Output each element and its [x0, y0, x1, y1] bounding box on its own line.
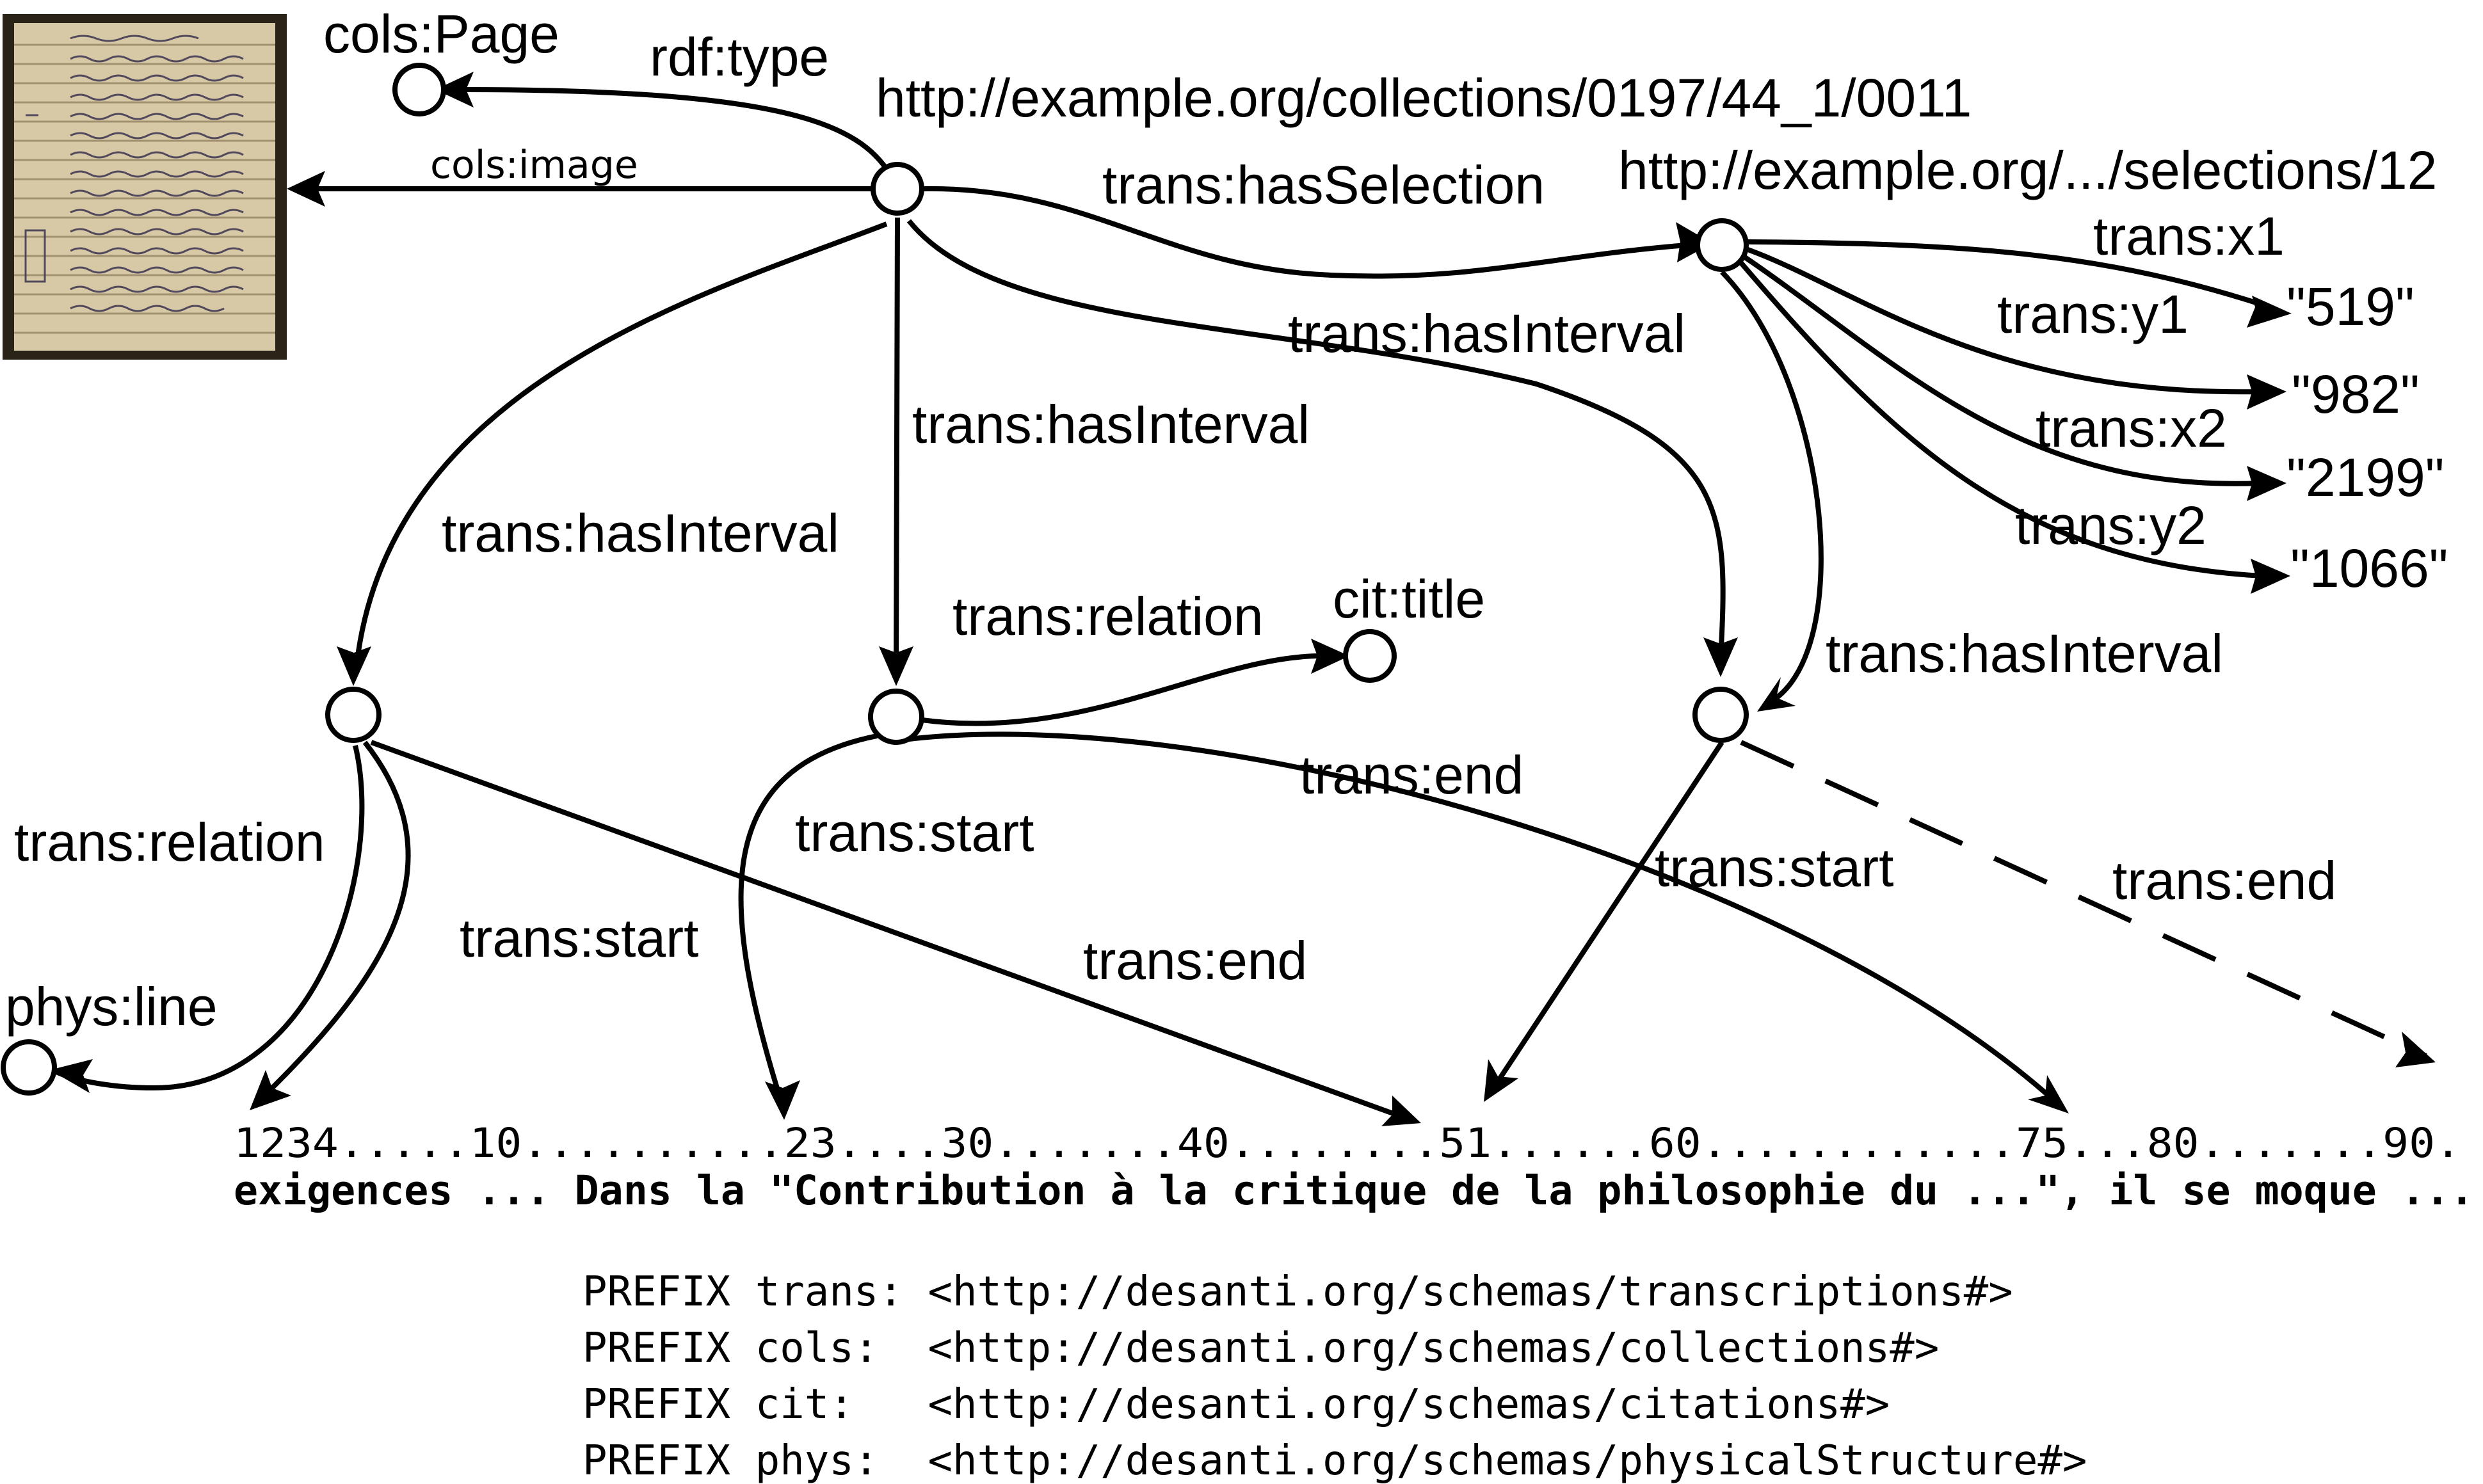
- node-interval-left: [325, 687, 382, 743]
- value-x1: "519": [2286, 276, 2415, 337]
- node-selection: [1695, 218, 1749, 272]
- label-end-mid: trans:end: [1299, 745, 1523, 805]
- arrowhead-end-right: [2395, 1032, 2436, 1067]
- arrowhead-has-selection: [1676, 222, 1712, 262]
- arrowhead-end-mid: [2028, 1075, 2069, 1113]
- label-has-interval-left: trans:hasInterval: [442, 503, 839, 563]
- node-page: [871, 162, 924, 216]
- arrowhead-interval-left: [337, 646, 371, 686]
- edge-y2: [1735, 257, 2263, 578]
- label-end-left: trans:end: [1083, 930, 1307, 991]
- label-line-class: phys:line: [5, 977, 218, 1037]
- edge-end-mid: [908, 731, 2060, 1106]
- label-x1: trans:x1: [2093, 206, 2285, 266]
- arrowhead-relation-mid: [1311, 639, 1349, 674]
- edge-labels: rdf:type cols:image trans:hasSelection t…: [14, 27, 2336, 991]
- prefix-line: PREFIX cols: <http://desanti.org/schemas…: [583, 1325, 1939, 1372]
- text-strip: 1234.....10..........23....30.......40..…: [234, 1120, 2474, 1214]
- arrowhead-interval-right: [1703, 637, 1738, 677]
- prefix-line: PREFIX trans: <http://desanti.org/schema…: [583, 1268, 2013, 1316]
- edge-end-right: [1740, 740, 2427, 1058]
- label-has-interval-sel: trans:hasInterval: [1826, 623, 2223, 683]
- node-interval-mid: [868, 689, 924, 745]
- edge-has-interval-mid: [894, 217, 900, 673]
- arrowhead-y2: [2251, 559, 2290, 594]
- prefix-block: PREFIX trans: <http://desanti.org/schema…: [583, 1268, 2087, 1484]
- label-start-left: trans:start: [460, 908, 698, 968]
- edge-x2: [1739, 252, 2260, 486]
- manuscript-thumbnail: [3, 14, 287, 360]
- label-y2: trans:y2: [2015, 495, 2206, 555]
- edge-start-mid: [738, 733, 878, 1102]
- edges: [55, 87, 2427, 1119]
- arrowhead-start-right: [1484, 1059, 1518, 1102]
- value-y1: "982": [2292, 364, 2420, 424]
- nodes: [1, 63, 1749, 1096]
- node-title-class: [1343, 629, 1397, 683]
- node-interval-right: [1692, 687, 1749, 743]
- label-x2: trans:x2: [2036, 398, 2227, 458]
- node-line-class: [1, 1039, 57, 1096]
- label-page-uri: http://example.org/collections/0197/44_1…: [876, 68, 1972, 128]
- edge-relation-left: [55, 745, 365, 1091]
- arrowhead-end-left: [1381, 1096, 1421, 1126]
- label-has-interval-mid: trans:hasInterval: [912, 394, 1310, 454]
- edge-x1: [1747, 239, 2267, 308]
- label-has-selection: trans:hasSelection: [1102, 155, 1545, 215]
- text-index: 1234.....10..........23....30.......40..…: [234, 1120, 2461, 1167]
- edge-y1: [1743, 246, 2260, 395]
- value-y2: "1066": [2290, 538, 2448, 598]
- edge-rdf-type: [460, 87, 900, 190]
- edge-has-interval-left: [353, 221, 888, 673]
- prefix-line: PREFIX cit: <http://desanti.org/schemas/…: [583, 1381, 1890, 1428]
- arrowhead-start-mid: [765, 1080, 800, 1120]
- label-relation-left: trans:relation: [14, 812, 325, 872]
- arrowhead-interval-mid: [879, 646, 913, 686]
- edge-start-right: [1489, 740, 1724, 1093]
- node-page-class: [392, 63, 446, 116]
- label-page-class: cols:Page: [323, 4, 559, 64]
- label-y1: trans:y1: [1997, 284, 2189, 344]
- arrowheads: [50, 72, 2436, 1126]
- arrowhead-x2: [2247, 466, 2286, 501]
- label-cols-image: cols:image: [430, 143, 638, 187]
- literal-values: "519" "982" "2199" "1066": [2286, 276, 2448, 598]
- arrowhead-rdf-type: [435, 72, 474, 108]
- label-end-right: trans:end: [2112, 850, 2336, 911]
- label-relation-mid: trans:relation: [952, 586, 1264, 646]
- arrowhead-cols-image: [287, 171, 325, 207]
- arrowhead-x1: [2247, 296, 2292, 328]
- label-start-mid: trans:start: [795, 802, 1034, 863]
- label-rdf-type: rdf:type: [650, 27, 829, 87]
- label-selection-uri: http://example.org/.../selections/12: [1618, 140, 2437, 200]
- edge-has-selection: [921, 186, 1687, 279]
- arrowhead-interval-sel: [1757, 677, 1796, 712]
- edge-start-left: [261, 740, 411, 1099]
- label-start-right: trans:start: [1655, 838, 1893, 898]
- arrowhead-y1: [2247, 374, 2286, 410]
- value-x2: "2199": [2286, 447, 2445, 507]
- prefix-line: PREFIX phys: <http://desanti.org/schemas…: [583, 1437, 2087, 1484]
- node-labels: cols:Page http://example.org/collections…: [5, 4, 2437, 1037]
- edge-has-interval-right: [906, 219, 1726, 660]
- label-has-interval-right: trans:hasInterval: [1288, 303, 1685, 363]
- edge-has-interval-sel: [1720, 270, 1824, 706]
- label-title-class: cit:title: [1333, 569, 1485, 629]
- text-line: exigences ... Dans la "Contribution à la…: [234, 1167, 2474, 1214]
- arrowhead-start-left: [250, 1070, 291, 1110]
- edge-end-left: [370, 740, 1403, 1119]
- edge-relation-mid: [921, 653, 1329, 726]
- arrowhead-relation-left: [50, 1059, 93, 1093]
